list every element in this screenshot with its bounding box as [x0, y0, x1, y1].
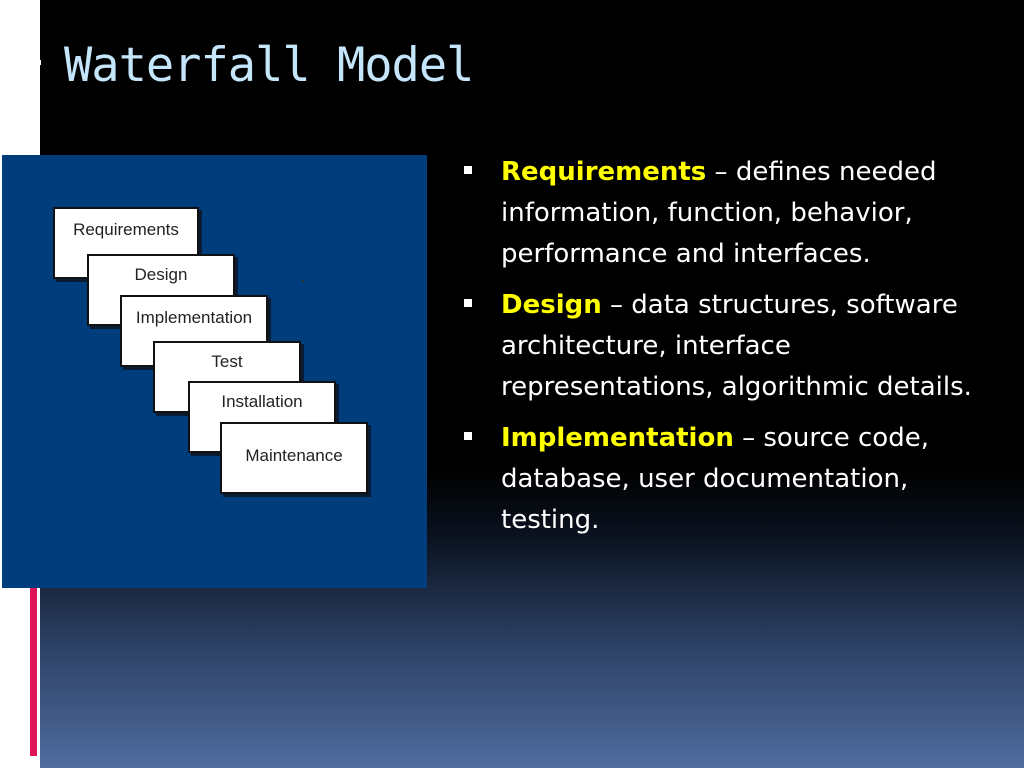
- bullet-term: Implementation: [501, 423, 734, 453]
- diagram-mark: [302, 280, 304, 282]
- bullet-term: Requirements: [501, 157, 707, 187]
- waterfall-diagram: Requirements Design Implementation Test …: [2, 155, 427, 588]
- bullet-square-icon: [464, 432, 472, 440]
- stage-maintenance: Maintenance: [220, 422, 368, 494]
- bullet-text: – data structures, software architecture…: [501, 290, 972, 402]
- bullet-square-icon: [464, 299, 472, 307]
- accent-bar: [30, 588, 37, 756]
- slide-title: Waterfall Model: [64, 38, 474, 93]
- bullet-item: Design – data structures, software archi…: [462, 285, 1002, 408]
- bullet-item: Implementation – source code, database, …: [462, 418, 1002, 541]
- bullet-item: Requirements – defines needed informatio…: [462, 152, 1002, 275]
- bullet-list: Requirements – defines needed informatio…: [462, 152, 1002, 551]
- bullet-square-icon: [464, 166, 472, 174]
- bullet-text: – defines needed information, function, …: [501, 157, 937, 269]
- corner-lines-icon: [15, 14, 41, 116]
- bullet-term: Design: [501, 290, 602, 320]
- bullet-text: – source code, database, user documentat…: [501, 423, 929, 535]
